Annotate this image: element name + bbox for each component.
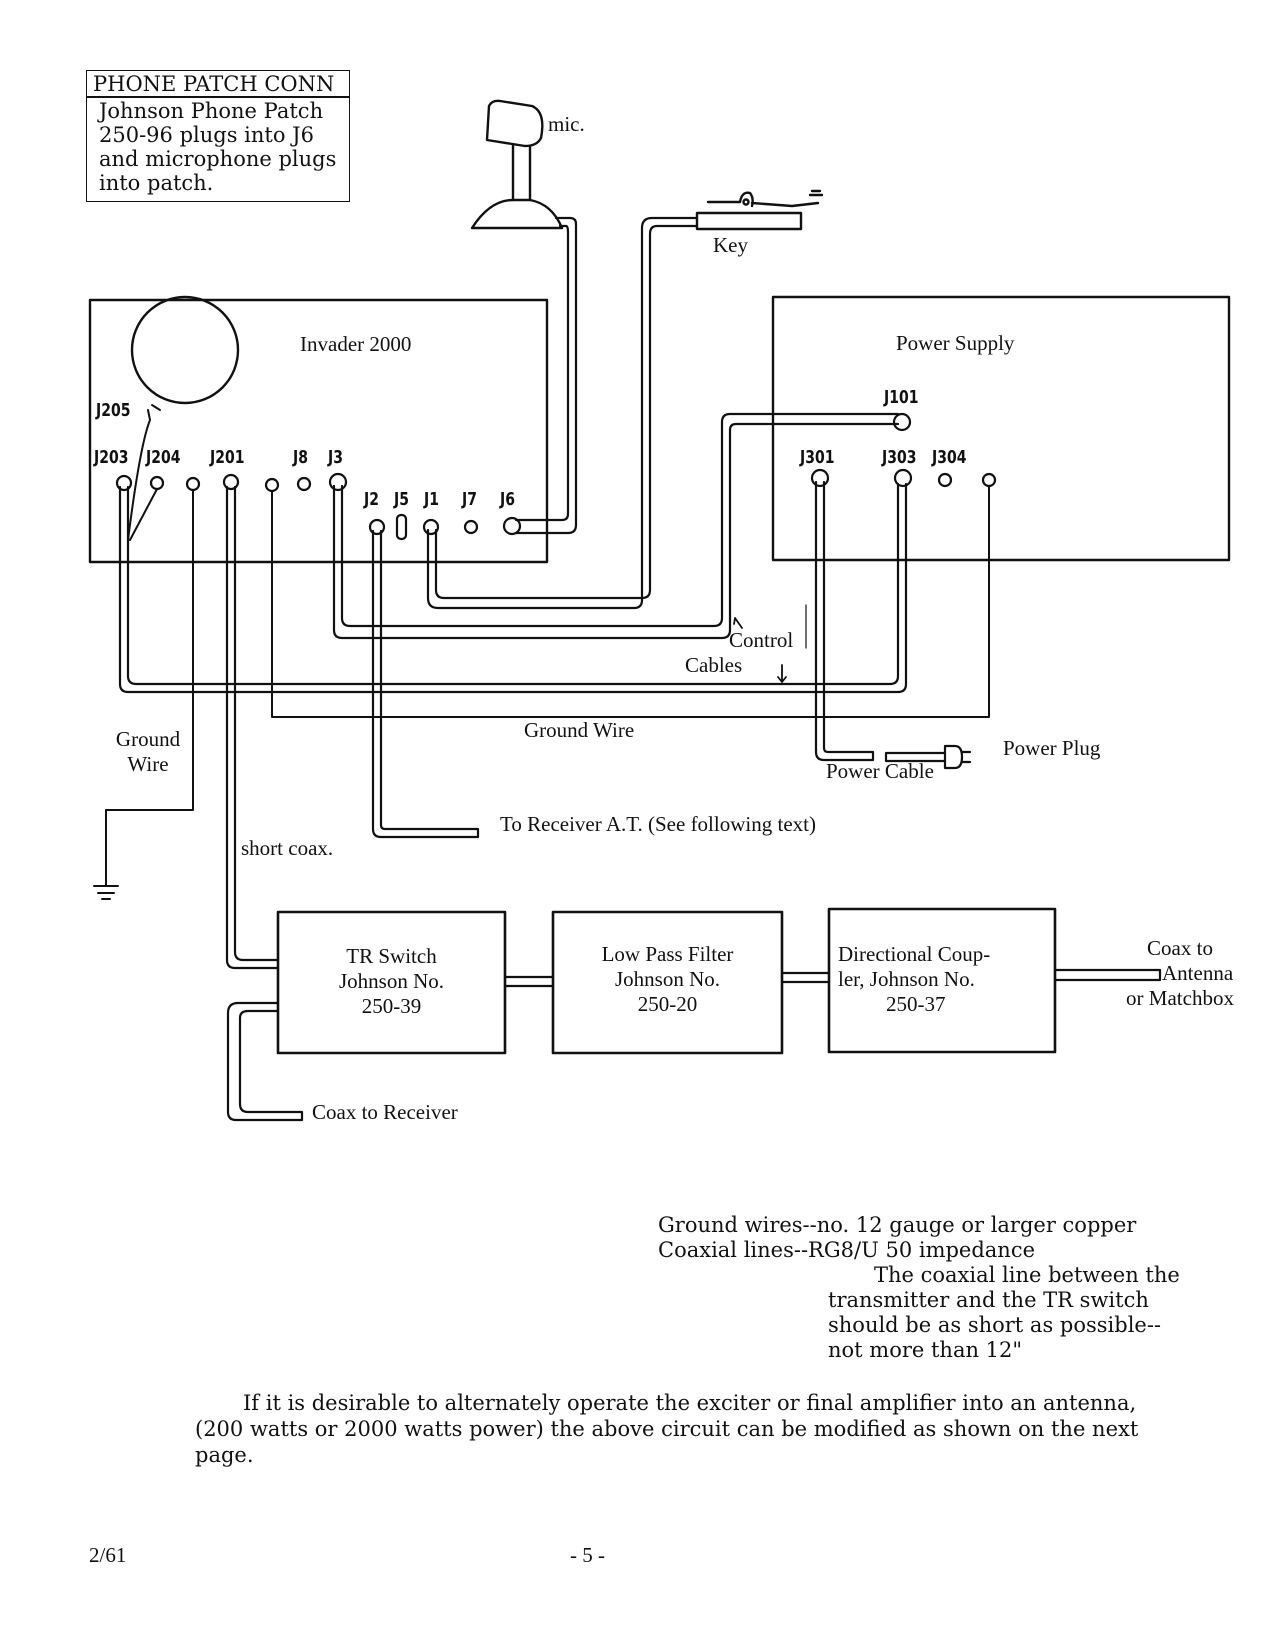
- directional-coupler-label: Directional Coup- ler, Johnson No. 250-3…: [838, 942, 1053, 1017]
- jack-label-j205: J205: [96, 401, 131, 421]
- jack-label-j1: J1: [424, 490, 439, 510]
- jack-label-j8: J8: [293, 448, 308, 468]
- note-line: not more than 12": [828, 1338, 1023, 1362]
- phone-patch-line: into patch.: [99, 171, 214, 195]
- page-number: - 5 -: [570, 1543, 605, 1567]
- transmitter-cabinet: [88, 298, 549, 564]
- coax-to-antenna-label-2: Antenna: [1162, 961, 1234, 985]
- block-line: Directional Coup-: [838, 942, 991, 966]
- low-pass-filter-block: [551, 910, 784, 1055]
- jack-label-j304: J304: [932, 448, 967, 468]
- note-line: The coaxial line between the: [874, 1263, 1180, 1287]
- power-supply-jacks: [810, 412, 997, 488]
- jack-label-j5: J5: [394, 490, 409, 510]
- phone-patch-text: Johnson Phone Patch 250-96 plugs into J6…: [87, 98, 349, 195]
- block-line: TR Switch: [346, 944, 437, 968]
- power-cable-label: Power Cable: [826, 759, 934, 783]
- paragraph-line: If it is desirable to alternately operat…: [243, 1391, 1137, 1415]
- to-receiver-at-label: To Receiver A.T. (See following text): [500, 812, 816, 836]
- jack-label-j2: J2: [364, 490, 379, 510]
- note-line: Ground wires--no. 12 gauge or larger cop…: [658, 1213, 1137, 1237]
- phone-patch-line: 250-96 plugs into J6: [99, 123, 314, 147]
- paragraph-line: (200 watts or 2000 watts power) the abov…: [195, 1417, 1139, 1441]
- transmitter-jacks: [115, 472, 522, 541]
- tr-switch-label: TR Switch Johnson No. 250-39: [278, 944, 505, 1019]
- jack-label-j7: J7: [462, 490, 477, 510]
- paragraph-line: page.: [195, 1443, 254, 1467]
- block-line: Low Pass Filter: [601, 942, 734, 966]
- meter-circle: [130, 295, 240, 405]
- note-line: should be as short as possible--: [828, 1313, 1162, 1337]
- power-supply-cabinet: [771, 295, 1231, 562]
- block-line: Johnson No.: [338, 969, 444, 993]
- block-line: Johnson No.: [614, 967, 720, 991]
- phone-patch-note-box: PHONE PATCH CONN Johnson Phone Patch 250…: [86, 70, 350, 202]
- low-pass-filter-label: Low Pass Filter Johnson No. 250-20: [553, 942, 782, 1017]
- phone-patch-line: Johnson Phone Patch: [99, 99, 324, 123]
- ground-wire-label-left-2: Wire: [127, 752, 169, 776]
- coax-to-antenna-label-3: or Matchbox: [1126, 986, 1234, 1010]
- jack-label-j6: J6: [500, 490, 515, 510]
- jack-label-j201: J201: [210, 448, 245, 468]
- jack-label-j203: J203: [94, 448, 129, 468]
- key-label: Key: [713, 233, 748, 257]
- note-line: Coaxial lines--RG8/U 50 impedance: [658, 1238, 1036, 1262]
- phone-patch-line: and microphone plugs: [99, 147, 337, 171]
- body-paragraph: If it is desirable to alternately operat…: [195, 1390, 1195, 1468]
- specification-notes: Ground wires--no. 12 gauge or larger cop…: [658, 1213, 1180, 1363]
- coax-to-receiver-label: Coax to Receiver: [312, 1100, 458, 1124]
- footer-date: 2/61: [89, 1543, 127, 1567]
- power-supply-label: Power Supply: [896, 331, 1015, 355]
- power-plug-label: Power Plug: [1003, 736, 1101, 760]
- block-line: 250-20: [637, 992, 698, 1016]
- telegraph-key-icon: [695, 189, 824, 231]
- block-line: 250-37: [886, 992, 946, 1016]
- directional-coupler-block: [827, 907, 1057, 1054]
- note-line: transmitter and the TR switch: [828, 1288, 1149, 1312]
- jack-label-j3: J3: [328, 448, 343, 468]
- phone-patch-title: PHONE PATCH CONN: [87, 71, 349, 98]
- control-cables-label-2: Cables: [685, 653, 743, 677]
- transmitter-label: Invader 2000: [300, 332, 412, 356]
- jack-label-j301: J301: [800, 448, 835, 468]
- jack-label-j204: J204: [146, 448, 181, 468]
- ground-wire-label-center: Ground Wire: [524, 718, 635, 742]
- control-cables-label-1: Control: [729, 628, 794, 652]
- block-line: ler, Johnson No.: [838, 967, 975, 991]
- block-line: 250-39: [361, 994, 422, 1018]
- ground-wire-label-left-1: Ground: [115, 727, 181, 751]
- short-coax-label: short coax.: [241, 836, 334, 860]
- jack-label-j101: J101: [884, 388, 919, 408]
- coax-to-antenna-label-1: Coax to: [1147, 936, 1213, 960]
- mic-label: mic.: [548, 112, 585, 136]
- tr-switch-block: [276, 910, 507, 1055]
- jack-label-j303: J303: [882, 448, 917, 468]
